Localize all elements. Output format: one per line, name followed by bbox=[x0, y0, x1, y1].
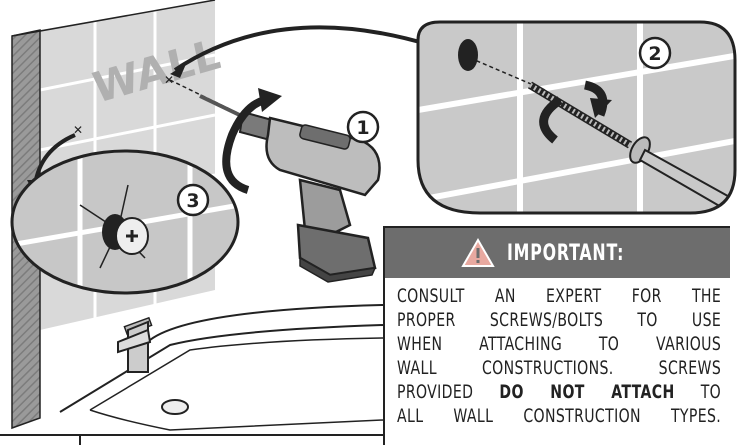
svg-text:2: 2 bbox=[648, 43, 661, 65]
notice-title: IMPORTANT: bbox=[507, 241, 624, 266]
sink-vanity bbox=[40, 305, 383, 445]
step-1-marker: 1 bbox=[348, 112, 378, 142]
notice-line: PROPER SCREWS/BOLTS TO USE bbox=[397, 308, 721, 332]
svg-text:1: 1 bbox=[356, 117, 369, 139]
callout-screw-insert: 2 bbox=[418, 22, 740, 217]
notice-line: CONSULT AN EXPERT FOR THE bbox=[397, 284, 721, 308]
notice-line: PROVIDED DO NOT ATTACH TO bbox=[397, 380, 721, 404]
notice-line: WHEN ATTACHING TO VARIOUS bbox=[397, 332, 721, 356]
svg-text:3: 3 bbox=[186, 190, 199, 212]
page-rule bbox=[0, 434, 383, 436]
notice-line: WALL CONSTRUCTIONS. SCREWS bbox=[397, 356, 721, 380]
notice-emphasis: DO NOT ATTACH bbox=[499, 381, 674, 403]
page-rule-tick bbox=[79, 434, 81, 445]
notice-body: CONSULT AN EXPERT FOR THE PROPER SCREWS/… bbox=[385, 278, 730, 428]
svg-text:✕: ✕ bbox=[164, 73, 174, 87]
notice-line: ALL WALL CONSTRUCTION TYPES. bbox=[397, 404, 721, 428]
notice-header: IMPORTANT: bbox=[385, 228, 730, 278]
important-notice: IMPORTANT: CONSULT AN EXPERT FOR THE PRO… bbox=[383, 226, 730, 445]
callout-screw-tightened: 3 bbox=[10, 150, 240, 295]
warning-triangle-icon bbox=[461, 238, 495, 268]
